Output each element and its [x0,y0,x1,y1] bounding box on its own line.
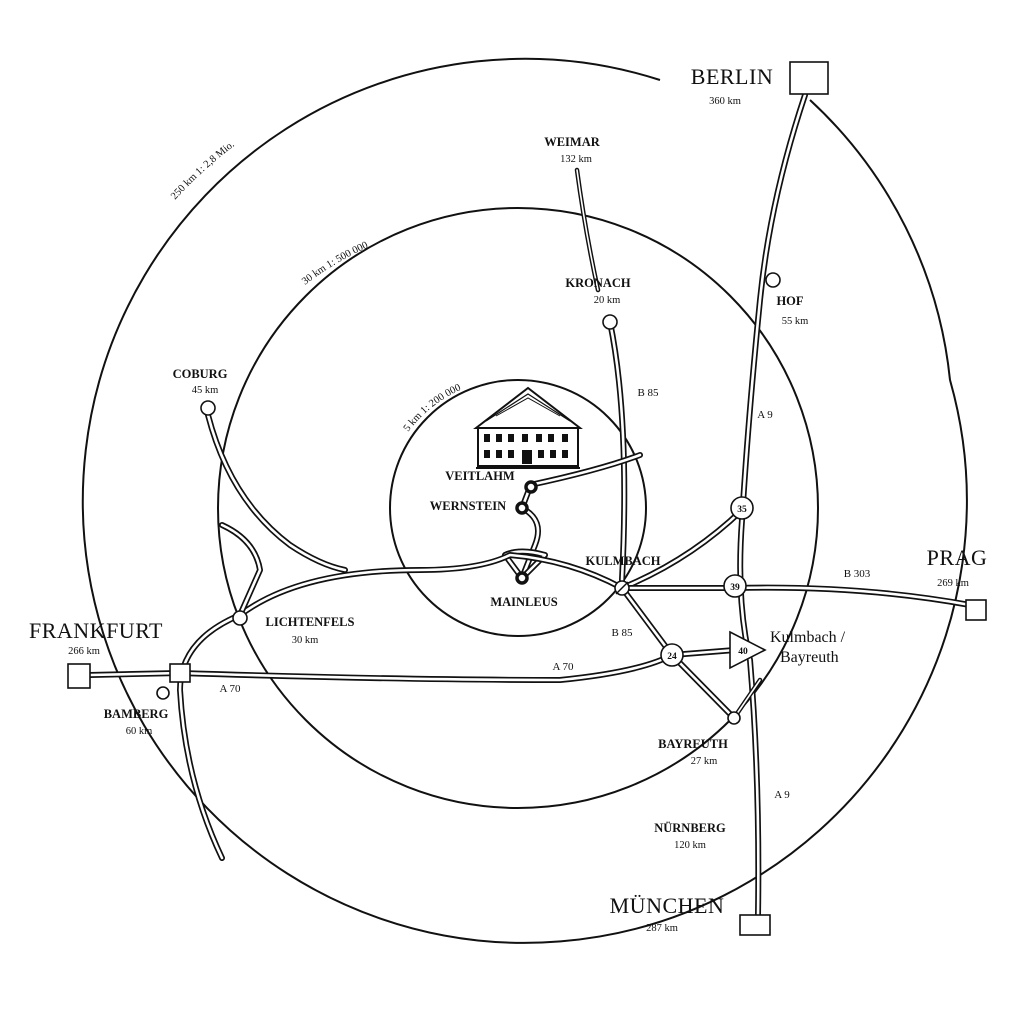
inner-ring-scale: 1: 200 000 [419,382,463,416]
middle-ring-distance: 30 km [300,263,328,287]
kulmbach-bayreuth-label-2: Bayreuth [780,649,839,666]
coburg-distance: 45 km [192,385,219,396]
lichtenfels-name: LICHTENFELS [266,615,355,629]
bamberg-distance: 60 km [126,726,153,737]
kulmbach-bayreuth-label-1: Kulmbach / [770,629,846,646]
muenchen-square-icon [739,914,771,936]
wernstein-name: WERNSTEIN [430,499,506,513]
town-markers [156,272,781,725]
b303-label: B 303 [844,568,871,580]
destination-markers [67,61,987,936]
berlin-square-icon [789,61,829,95]
frankfurt-name: FRANKFURT [29,618,163,643]
bamberg-interchange [169,663,191,683]
kulmbach-name: KULMBACH [586,554,661,568]
bamberg-name: BAMBERG [104,707,169,721]
muenchen-name: MÜNCHEN [610,893,725,918]
berlin-distance: 360 km [709,96,741,107]
junction-40 [729,630,767,670]
mainleus-name: MAINLEUS [490,595,557,609]
prag-square-icon [965,599,987,621]
a73-road [177,612,243,861]
junction-40-label: 40 [738,647,748,657]
junctions: 35 39 24 40 [169,496,767,683]
inner-ring-label: 5 km 1: 200 000 [402,382,463,434]
junction-24 [660,643,684,667]
range-rings [81,57,968,944]
wernstein-circle-icon [515,501,529,515]
weimar-name: WEIMAR [544,135,601,149]
outer-ring [81,57,968,944]
b85-south-label: B 85 [611,627,633,639]
weimar-distance: 132 km [560,154,592,165]
hof-distance: 55 km [782,316,809,327]
junction-39-label: 39 [730,583,740,593]
lichtenfels-circle-icon [232,610,248,626]
middle-ring [217,207,819,809]
inner-ring [389,379,647,637]
bayreuth-circle-icon [727,711,741,725]
a70-east-label: A 70 [552,661,574,673]
kronach-name: KRONACH [565,276,631,290]
b85-north-label: B 85 [637,387,659,399]
outer-ring-label: 250 km 1: 2,8 Mio. [169,139,237,202]
veitlahm-circle-icon [524,480,538,494]
coburg-circle-icon [200,400,216,416]
a9-south-label: A 9 [774,789,790,801]
outer-ring-distance: 250 km [169,171,199,202]
prag-distance: 269 km [937,578,969,589]
junction-35 [730,496,754,520]
berlin-name: BERLIN [691,64,773,89]
castle-building-icon [473,386,583,469]
lichtenfels-distance: 30 km [292,635,319,646]
hof-name: HOF [776,294,803,308]
middle-ring-scale: 1: 500 000 [325,240,370,271]
kronach-circle-icon [602,314,618,330]
junction-24-label: 24 [667,652,677,662]
bayreuth-name: BAYREUTH [658,737,728,751]
middle-ring-label: 30 km 1: 500 000 [300,240,370,287]
frankfurt-square-icon [67,663,91,689]
frankfurt-distance: 266 km [68,646,100,657]
road-labels: B 85 A 9 B 303 B 85 A 70 A 70 A 9 [219,387,870,801]
coburg-road [205,412,348,573]
a70-west-label: A 70 [219,683,241,695]
prag-name: PRAG [927,545,988,570]
muenchen-distance: 287 km [646,923,678,934]
veitlahm-name: VEITLAHM [445,469,515,483]
kronach-distance: 20 km [594,295,621,306]
bamberg-circle-icon [156,686,170,700]
a9-north-label: A 9 [757,409,773,421]
nuernberg-name: NÜRNBERG [654,821,726,835]
bayreuth-distance: 27 km [691,756,718,767]
junction-39 [723,574,747,598]
city-labels: BERLIN 360 km WEIMAR 132 km KRONACH 20 k… [29,64,987,934]
coburg-name: COBURG [173,367,228,381]
road-network [87,92,973,918]
junction-35-label: 35 [737,505,747,515]
mainleus-circle-icon [515,571,529,585]
hof-circle-icon [765,272,781,288]
nuernberg-distance: 120 km [674,840,706,851]
